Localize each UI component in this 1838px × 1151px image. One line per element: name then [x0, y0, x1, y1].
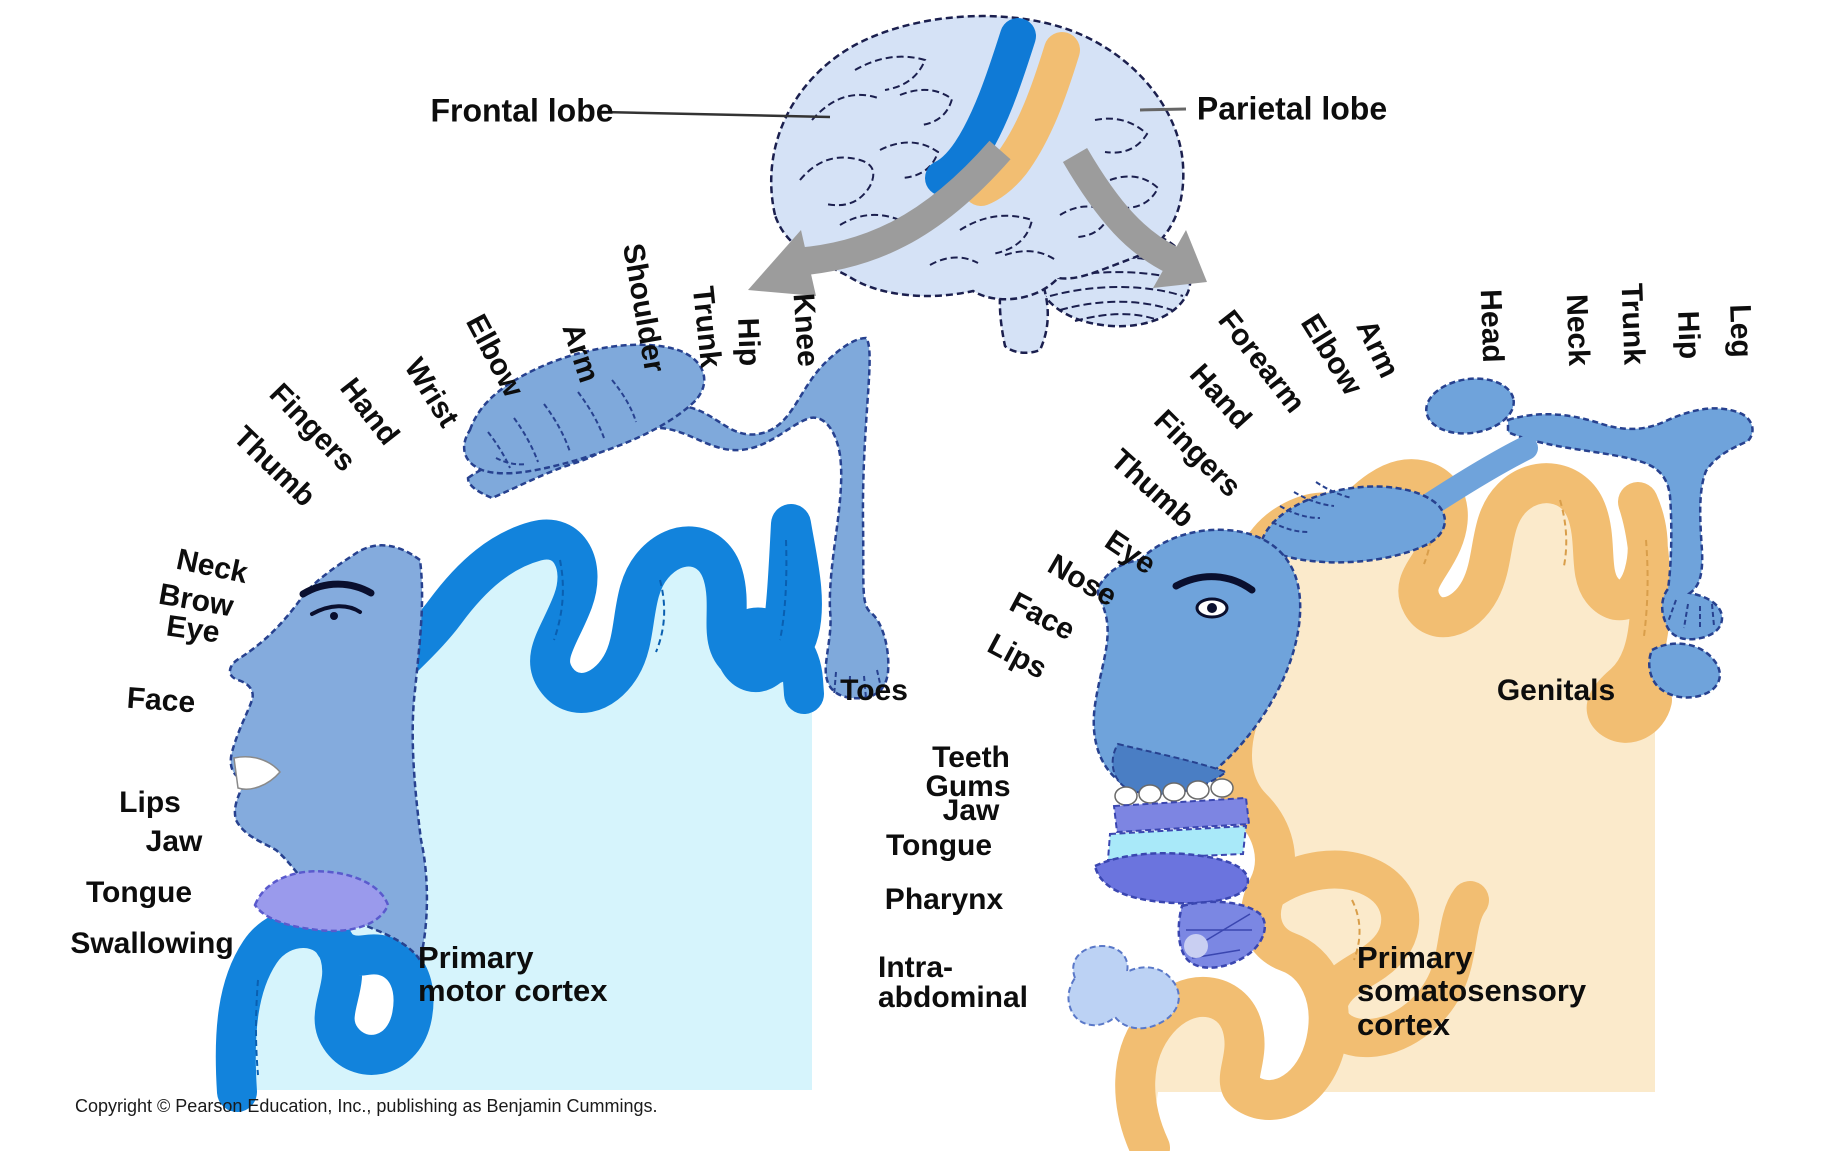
- sensory-hand-figure: [1260, 485, 1447, 564]
- label-motor-eye: Eye: [164, 609, 222, 650]
- label-sensory-teeth: Teeth: [932, 741, 1010, 774]
- label-sensory-hip: Hip: [1671, 310, 1706, 360]
- sensory-genitals-figure: [1648, 642, 1721, 699]
- sensory-pharynx-stipple: [1184, 934, 1208, 958]
- sensory-jaw-band: [1106, 824, 1248, 862]
- label-sensory-head: Head: [1473, 288, 1510, 364]
- sensory-arm-figure: [1416, 436, 1538, 518]
- somatosensory-cortex-illustration: [1067, 377, 1754, 1151]
- label-sensory-leg: Leg: [1723, 303, 1758, 359]
- copyright-text: Copyright © Pearson Education, Inc., pub…: [75, 1096, 658, 1116]
- label-motor-lips: Lips: [119, 786, 181, 819]
- motor-face-figure: [228, 544, 429, 963]
- sensory-title-line2: somatosensory: [1357, 973, 1587, 1009]
- intraabdominal-line2: abdominal: [878, 981, 1029, 1014]
- sensory-teeth-row: [1114, 778, 1234, 806]
- arrow-left-icon: [748, 140, 1011, 296]
- motor-band-detail-lines: [255, 539, 788, 1076]
- sensory-head-figure: [1425, 377, 1515, 435]
- label-motor-tongue: Tongue: [85, 876, 193, 909]
- label-motor-swallowing: Swallowing: [70, 927, 234, 960]
- motor-toe-lines: [833, 669, 883, 700]
- motor-title-line1: Primary: [418, 940, 534, 975]
- sensory-finger-lines: [1271, 481, 1353, 533]
- label-sensory-gums: Gums: [925, 770, 1011, 803]
- label-frontal-lobe: Frontal lobe: [430, 92, 614, 129]
- motor-trunk-leg-figure: [466, 336, 890, 700]
- motor-mouth-gap: [233, 756, 281, 790]
- motor-finger-lines: [487, 379, 637, 469]
- frontal-leader-line: [601, 110, 831, 119]
- label-sensory-trunk: Trunk: [1614, 282, 1651, 366]
- label-sensory-intraabdominal: Intra- abdominal: [878, 953, 1028, 1013]
- label-motor-toes: Toes: [840, 674, 908, 707]
- label-sensory-tongue: Tongue: [885, 829, 993, 862]
- sensory-title-line3: cortex: [1357, 1006, 1451, 1042]
- label-sensory-genitals: Genitals: [1496, 674, 1616, 707]
- arrow-right-icon: [1062, 147, 1207, 288]
- motor-cortex-illustration: [215, 336, 890, 1112]
- sensory-intraabdominal-figure: [1067, 944, 1180, 1030]
- sensory-gums-band: [1112, 796, 1251, 834]
- motor-cortex-band: [215, 504, 824, 1112]
- motor-hand-figure: [462, 343, 706, 475]
- label-parietal-lobe: Parietal lobe: [1196, 90, 1388, 127]
- label-sensory-jaw: Jaw: [942, 794, 1000, 827]
- intraabdominal-line1: Intra-: [878, 951, 953, 984]
- motor-cortex-title: Primary motor cortex: [418, 941, 607, 1008]
- sensory-pharynx-figure: [1177, 900, 1266, 969]
- label-motor-jaw: Jaw: [145, 825, 203, 858]
- label-motor-hip: Hip: [731, 317, 766, 367]
- label-motor-trunk: Trunk: [685, 284, 728, 370]
- label-motor-face: Face: [125, 681, 197, 720]
- brain-sensory-strip: [963, 32, 1080, 206]
- motor-title-line2: motor cortex: [418, 973, 608, 1009]
- brain-motor-strip: [925, 18, 1036, 196]
- sensory-inner-band: [1251, 850, 1489, 1058]
- sensory-toe-lines: [1667, 599, 1715, 630]
- sensory-title-line1: Primary: [1357, 940, 1473, 975]
- motor-tongue-figure: [253, 870, 390, 933]
- somatosensory-cortex-title: Primary somatosensory cortex: [1357, 940, 1587, 1042]
- label-sensory-pharynx: Pharynx: [884, 883, 1004, 916]
- label-sensory-neck: Neck: [1559, 293, 1596, 367]
- sensory-tongue-figure: [1093, 852, 1250, 905]
- brain-gyri-lines: [799, 55, 1160, 266]
- sensory-trunk-leg-figure: [1506, 407, 1754, 641]
- motor-eye-icon: [299, 580, 375, 620]
- sensory-eye-icon: [1172, 573, 1256, 619]
- label-motor-knee: Knee: [786, 292, 825, 368]
- parietal-leader-line: [1139, 107, 1187, 112]
